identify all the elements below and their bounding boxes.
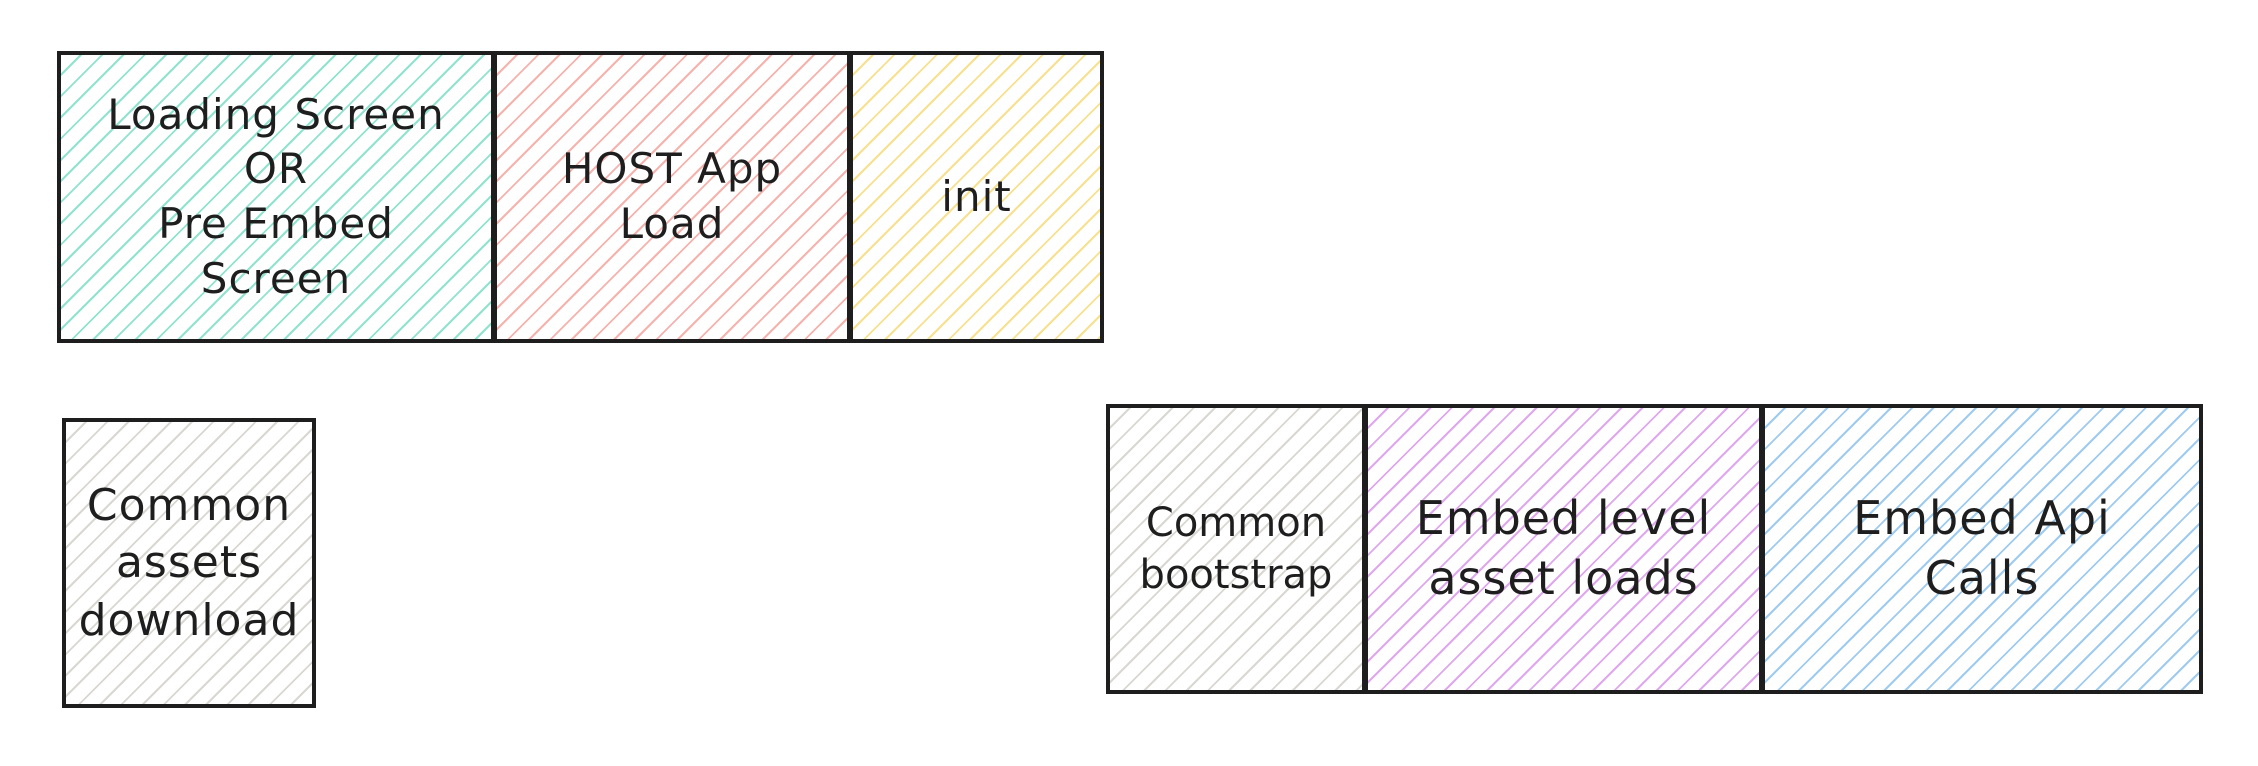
host-app-load-label: HOST App Load (561, 144, 783, 248)
common-assets-download-box[interactable]: Common assets download (62, 418, 316, 708)
host-app-load-box[interactable]: HOST App Load (493, 51, 851, 343)
init-label: init (941, 171, 1012, 221)
loading-screen-label: Loading Screen OR Pre Embed Screen (107, 89, 445, 303)
common-bootstrap-box[interactable]: Common bootstrap (1106, 404, 1366, 694)
embed-level-asset-loads-label: Embed level asset loads (1415, 491, 1712, 605)
common-bootstrap-label: Common bootstrap (1139, 500, 1333, 598)
embed-level-asset-loads-box[interactable]: Embed level asset loads (1364, 404, 1763, 694)
loading-screen-box[interactable]: Loading Screen OR Pre Embed Screen (57, 51, 495, 343)
init-box[interactable]: init (849, 51, 1104, 343)
embed-api-calls-label: Embed Api Calls (1853, 491, 2111, 605)
embed-api-calls-box[interactable]: Embed Api Calls (1761, 404, 2203, 694)
common-assets-download-label: Common assets download (78, 480, 300, 646)
